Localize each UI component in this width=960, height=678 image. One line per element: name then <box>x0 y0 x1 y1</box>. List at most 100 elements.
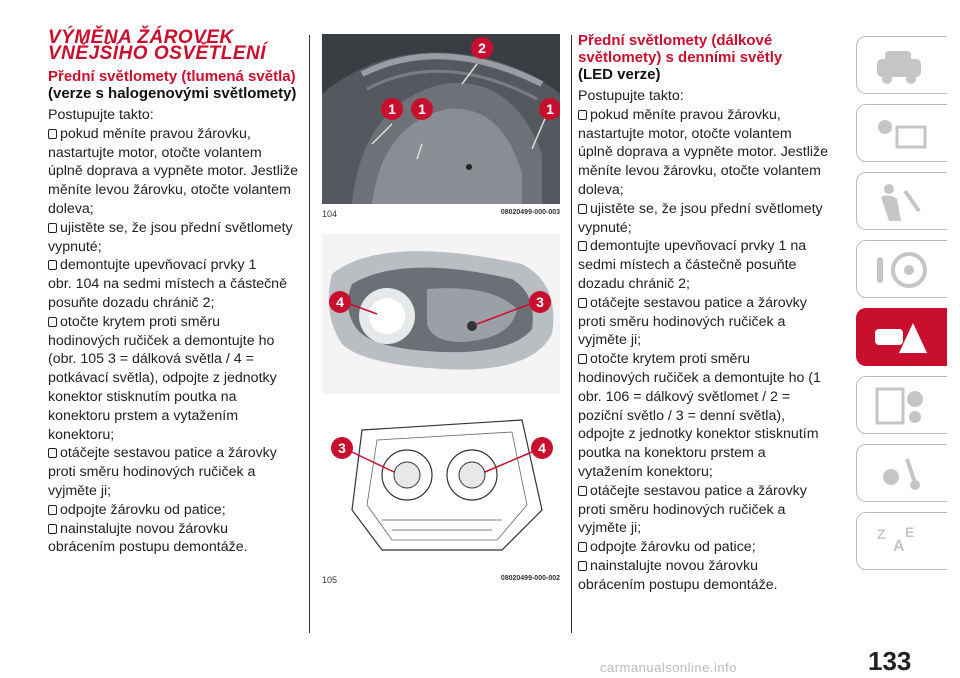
left-step-text: potkávací světla), odpojte z jednotky <box>48 370 277 387</box>
right-step-line: odpojte žárovku od patice; <box>578 538 840 557</box>
left-step-text: konektor stisknutím poutka na <box>48 388 237 405</box>
left-step-text: vypnuté; <box>48 238 102 255</box>
right-step-text: obr. 106 = dálkový světlomet / 2 = <box>578 388 791 405</box>
right-heading-1: Přední světlomety (dálkové <box>578 32 773 49</box>
right-subheading: (LED verze) <box>578 66 661 83</box>
right-step-line: proti směru hodinových ručiček a <box>578 501 840 520</box>
right-step-line: měníte levou žárovku, otočte volantem <box>578 162 840 181</box>
right-column: Přední světlomety (dálkové světlomety) s… <box>578 32 840 595</box>
right-step-line: proti směru hodinových ručiček a <box>578 313 840 332</box>
callout-1b: 1 <box>418 101 426 117</box>
left-step-line: konektoru; <box>48 426 300 445</box>
callout-3-rear: 3 <box>338 440 346 456</box>
left-step-line: konektor stisknutím poutka na <box>48 388 300 407</box>
left-step-text: otočte krytem proti směru <box>60 313 221 330</box>
chapter-tab-warning-lights[interactable] <box>856 104 947 162</box>
left-step-line: obr. 104 na sedmi místech a částečně <box>48 275 300 294</box>
left-intro: Postupujte takto: <box>48 107 154 123</box>
right-step-6: otáčejte sestavou patice a žárovky proti … <box>578 482 840 538</box>
right-step-text: otáčejte sestavou patice a žárovky <box>590 482 807 499</box>
checkbox-bullet-icon <box>48 504 57 515</box>
headlamp-exterior-illustration: 4 3 <box>322 234 560 394</box>
left-step-text: obrácením postupu demontáže. <box>48 539 248 556</box>
right-step-line: poziční světlo / 3 = denní světla), <box>578 407 840 426</box>
left-step-line: (obr. 105 3 = dálková světla / 4 = <box>48 350 300 369</box>
figure-105-headlamp-exterior: 4 3 <box>322 234 560 394</box>
figure-104-image: 1 1 2 1 <box>322 34 560 204</box>
left-step-text: konektoru; <box>48 426 115 443</box>
chapter-tab-seatbelt-airbag[interactable] <box>856 172 947 230</box>
checkbox-bullet-icon <box>578 203 587 214</box>
checkbox-bullet-icon <box>48 222 57 233</box>
left-step-line: posuňte dozadu chránič 2; <box>48 294 300 313</box>
chapter-tab-breakdown[interactable] <box>856 308 947 366</box>
right-step-7: odpojte žárovku od patice; <box>578 538 840 557</box>
right-heading-2: světlomety) s denními světly <box>578 49 783 66</box>
right-step-text: vyjměte ji; <box>578 520 642 537</box>
right-step-line: doleva; <box>578 181 840 200</box>
right-step-text: proti směru hodinových ručiček a <box>578 313 786 330</box>
left-step-line: otočte krytem proti směru <box>48 313 300 332</box>
checkbox-bullet-icon <box>578 297 587 308</box>
right-step-text: otočte krytem proti směru <box>590 351 751 368</box>
left-step-text: odpojte žárovku od patice; <box>60 501 226 518</box>
left-step-text: nainstalujte novou žárovku <box>60 520 228 537</box>
checkbox-bullet-icon <box>48 260 57 271</box>
multimedia-icon <box>883 458 920 490</box>
right-step-text: vytažením konektoru; <box>578 463 713 480</box>
right-step-text: nainstalujte novou žárovku <box>590 557 758 574</box>
callout-4: 4 <box>336 294 344 310</box>
right-step-line: sedmi místech a částečně posuňte <box>578 256 840 275</box>
right-step-line: hodinových ručiček a demontujte ho (1 <box>578 369 840 388</box>
right-step-line: obr. 106 = dálkový světlomet / 2 = <box>578 388 840 407</box>
right-step-text: měníte levou žárovku, otočte volantem <box>578 163 821 180</box>
right-step-text: odpojte žárovku od patice; <box>590 539 756 556</box>
steering-wheel-icon <box>877 252 927 288</box>
column-divider-2 <box>571 35 572 633</box>
left-heading: Přední světlomety (tlumená světla) <box>48 68 296 85</box>
left-steps: pokud měníte pravou žárovku,nastartujte … <box>48 125 300 557</box>
left-step-text: doleva; <box>48 200 94 217</box>
right-step-text: pokud měníte pravou žárovku, <box>590 106 781 123</box>
chapter-tab-steering-wheel[interactable] <box>856 240 947 298</box>
left-step-line: obrácením postupu demontáže. <box>48 538 300 557</box>
seatbelt-airbag-icon <box>881 184 921 221</box>
svg-text:E: E <box>905 524 914 540</box>
left-step-line: odpojte žárovku od patice; <box>48 501 300 520</box>
chapter-tab-multimedia[interactable] <box>856 444 947 502</box>
right-step-line: vypnuté; <box>578 219 840 238</box>
right-step-text: proti směru hodinových ručiček a <box>578 501 786 518</box>
right-step-text: poziční světlo / 3 = denní světla), <box>578 407 786 424</box>
left-step-text: (obr. 105 3 = dálková světla / 4 = <box>48 351 254 368</box>
svg-text:Z: Z <box>877 526 886 542</box>
left-step-line: pokud měníte pravou žárovku, <box>48 125 300 144</box>
callout-4-rear: 4 <box>538 440 546 456</box>
headlamp-rear-illustration: 3 4 <box>322 400 560 565</box>
section-title: VÝMĚNA ŽÁROVEK VNĚJŠÍHO OSVĚTLENÍ <box>48 27 267 64</box>
left-subheading: (verze s halogenovými světlomety) <box>48 85 297 102</box>
right-step-text: doleva; <box>578 181 624 198</box>
right-step-line: nainstalujte novou žárovku <box>578 557 840 576</box>
right-intro: Postupujte takto: <box>578 88 684 104</box>
right-step-line: otáčejte sestavou patice a žárovky <box>578 482 840 501</box>
engine-bay-illustration: 1 1 2 1 <box>322 34 560 204</box>
left-step-text: proti směru hodinových ručiček a <box>48 464 256 481</box>
right-step-text: poutka na konektoru prstem a <box>578 445 766 462</box>
chapter-tab-car[interactable] <box>856 36 947 94</box>
chapter-tab-maintenance[interactable] <box>856 376 947 434</box>
figure-105-headlamp-rear: 3 4 <box>322 400 560 565</box>
left-step-line: vypnuté; <box>48 238 300 257</box>
left-step-text: konektoru prstem a vytažením <box>48 407 239 424</box>
right-step-1: pokud měníte pravou žárovku,nastartujte … <box>578 106 840 200</box>
right-step-text: hodinových ručiček a demontujte ho (1 <box>578 369 821 386</box>
right-step-line: otočte krytem proti směru <box>578 350 840 369</box>
right-step-line: úplně doprava a vypněte motor. Jestliže <box>578 143 840 162</box>
